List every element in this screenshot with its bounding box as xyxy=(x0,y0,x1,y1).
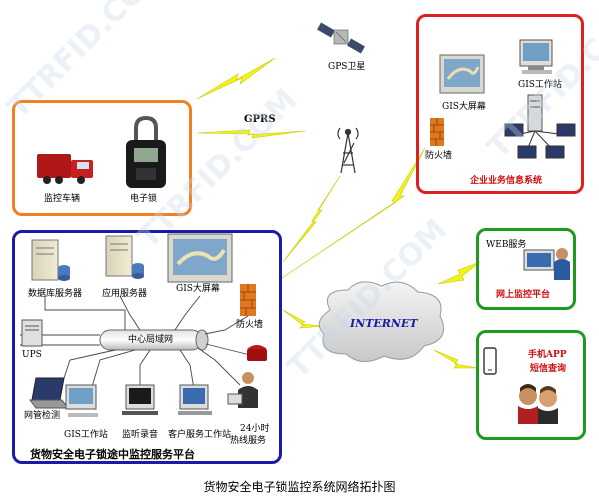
mobile-users-icon xyxy=(518,384,558,424)
lightning-gps-link xyxy=(196,57,276,100)
lan-label: 中心局域网 xyxy=(128,335,174,345)
online-platform-label: 网上监控平台 xyxy=(496,290,551,300)
enterprise-panel xyxy=(416,14,584,194)
database-server-icon xyxy=(31,239,70,281)
gis-big-screen-top-icon xyxy=(439,54,485,94)
gis-workstation-label: GIS工作站 xyxy=(64,430,108,440)
firewall-top-icon xyxy=(430,118,444,146)
lightning-tower-link xyxy=(282,175,341,263)
gps-label: GPS卫星 xyxy=(328,62,366,72)
firewall-label: 防火墙 xyxy=(236,320,264,330)
mobile-phone-icon xyxy=(483,347,497,375)
platform-panel xyxy=(12,230,282,464)
gis-big-screen-top-label: GIS大屏幕 xyxy=(442,102,486,112)
telephone-icon xyxy=(247,345,267,361)
server-tower-top-icon xyxy=(527,94,543,132)
db-server-label: 数据库服务器 xyxy=(28,289,83,299)
platform-connections xyxy=(44,295,251,401)
web-service-icon xyxy=(523,248,570,280)
mobile-panel xyxy=(476,330,586,440)
gis-big-screen-icon xyxy=(167,233,233,283)
lightning-bolts xyxy=(196,57,481,369)
platform-label: 货物安全电子锁途中监控服务平台 xyxy=(30,448,195,461)
gis-workstation-top-label: GIS工作站 xyxy=(518,80,562,90)
ups-label: UPS xyxy=(22,350,42,360)
gprs-label: GPRS xyxy=(244,114,276,125)
gis-workstation-icon xyxy=(65,384,98,417)
gis-big-screen-label: GIS大屏幕 xyxy=(176,284,220,294)
firewall-icon xyxy=(240,284,256,316)
satellite-icon xyxy=(317,22,365,54)
radio-tower-icon xyxy=(337,127,359,174)
enterprise-system-label: 企业业务信息系统 xyxy=(470,176,543,186)
lightning-firewall-link xyxy=(281,147,426,279)
application-server-icon xyxy=(105,235,144,279)
recorder-workstation-icon xyxy=(122,384,158,415)
internet-cloud-icon xyxy=(318,281,444,362)
network-mgmt-label: 网管检测 xyxy=(24,411,61,421)
web-service-label: WEB服务 xyxy=(486,240,527,250)
hotline2-label: 热线服务 xyxy=(230,436,267,446)
lightning-gprs-link xyxy=(196,129,306,139)
truck-icon xyxy=(37,154,93,184)
hotline-operator-icon xyxy=(227,372,258,408)
electronic-lock-icon xyxy=(126,115,166,188)
monitor-recorder-label: 监听录音 xyxy=(122,430,159,440)
vehicle-panel xyxy=(12,100,192,216)
lightning-web-link xyxy=(437,261,481,285)
app-server-label: 应用服务器 xyxy=(102,289,148,299)
firewall-top-label: 防火墙 xyxy=(425,151,453,161)
hotline-label: 24小时 xyxy=(240,424,270,434)
mobile-app-label: 手机APP xyxy=(528,350,567,360)
diagram-title: 货物安全电子锁监控系统网络拓扑图 xyxy=(203,480,396,494)
internet-label: INTERNET xyxy=(350,317,418,330)
lightning-internet-link xyxy=(282,309,325,329)
cs-workstation-label: 客户服务工作站 xyxy=(168,430,232,440)
workstation-cluster-icon xyxy=(504,123,576,159)
web-panel xyxy=(476,228,576,310)
sms-query-label: 短信查询 xyxy=(530,364,567,374)
gis-workstation-top-icon xyxy=(519,39,553,74)
ups-icon xyxy=(21,319,43,347)
lightning-mobile-link xyxy=(433,349,479,369)
customer-service-workstation-icon xyxy=(178,384,212,415)
vehicle-label: 监控车辆 xyxy=(44,194,81,204)
elock-label: 电子锁 xyxy=(130,194,158,204)
